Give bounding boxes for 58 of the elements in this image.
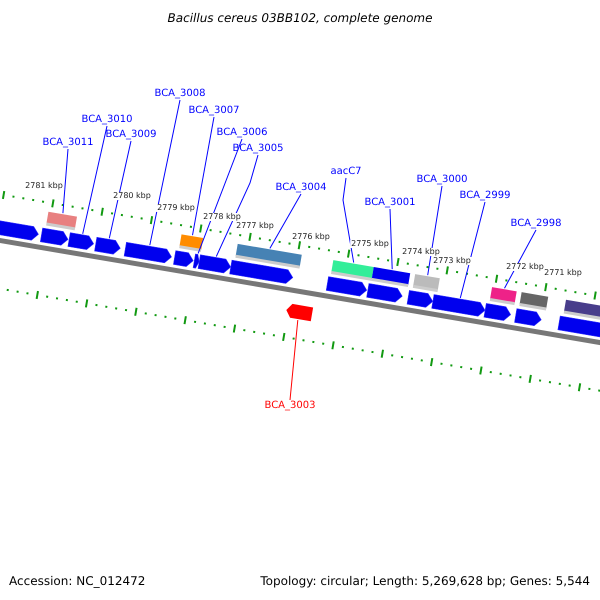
- gene-feature: [286, 304, 314, 322]
- gene-feature: [40, 228, 68, 246]
- gene-label: BCA_3007: [188, 106, 240, 116]
- gene-feature: [326, 276, 368, 296]
- footer-text: Topology: circular; Length: 5,269,628 bp; Genes: 5,544: [260, 575, 590, 587]
- gene-feature: [46, 212, 78, 230]
- gene-feature: [371, 267, 410, 288]
- leader-line: [108, 140, 132, 239]
- gene-label: BCA_3001: [364, 198, 416, 208]
- gene-label: BCA_3009: [106, 130, 156, 140]
- gene-feature: [558, 316, 600, 338]
- scale-label: 2779 kbp: [156, 204, 196, 212]
- gene-feature: [490, 287, 517, 306]
- scale-label: 2777 kbp: [235, 222, 275, 230]
- gene-label: BCA_3003: [264, 401, 316, 411]
- gene-label: BCA_3010: [82, 115, 132, 125]
- scale-label: 2775 kbp: [350, 240, 390, 248]
- gene-feature: [68, 232, 94, 250]
- leader-line: [216, 154, 258, 257]
- leader-line: [192, 116, 214, 236]
- gene-feature: [235, 244, 302, 269]
- gene-feature: [94, 236, 121, 254]
- scale-label: 2772 kbp: [505, 263, 545, 271]
- scale-label: 2776 kbp: [291, 233, 331, 241]
- leader-line: [290, 320, 298, 400]
- leader-line: [460, 202, 486, 298]
- footer-text: Accession: NC_012472: [9, 575, 146, 587]
- leader-line: [427, 186, 442, 276]
- gene-feature: [406, 290, 434, 308]
- gene-label: BCA_3004: [276, 183, 326, 193]
- gene-label: BCA_3011: [42, 138, 94, 148]
- scale-label: 2773 kbp: [432, 257, 472, 265]
- leader-line: [504, 230, 536, 289]
- gene-label: BCA_2998: [510, 219, 562, 229]
- leader-line: [269, 194, 302, 249]
- scale-label: 2780 kbp: [112, 192, 152, 200]
- gene-label: BCA_2999: [460, 191, 510, 201]
- scale-label: 2781 kbp: [24, 182, 64, 190]
- gene-feature: [366, 283, 403, 302]
- leader-line: [149, 100, 180, 246]
- gene-label: BCA_3008: [154, 89, 206, 99]
- gene-feature: [331, 260, 374, 281]
- scale-label: 2774 kbp: [401, 248, 441, 256]
- gene-feature: [514, 308, 542, 326]
- title: Bacillus cereus 03BB102, complete genome: [168, 12, 432, 24]
- gene-label: BCA_3006: [216, 128, 268, 138]
- gene-label: aacC7: [330, 167, 362, 177]
- leader-line: [82, 126, 108, 234]
- gene-feature: [0, 220, 39, 241]
- gene-label: BCA_3000: [416, 175, 468, 185]
- gene-feature: [519, 292, 548, 310]
- scale-label: 2778 kbp: [202, 213, 242, 221]
- scale-label: 2771 kbp: [543, 269, 583, 277]
- gene-feature: [484, 303, 511, 321]
- gene-feature: [412, 274, 440, 292]
- gene-feature: [179, 234, 204, 252]
- gene-feature: [564, 300, 600, 322]
- leader-line: [198, 138, 242, 254]
